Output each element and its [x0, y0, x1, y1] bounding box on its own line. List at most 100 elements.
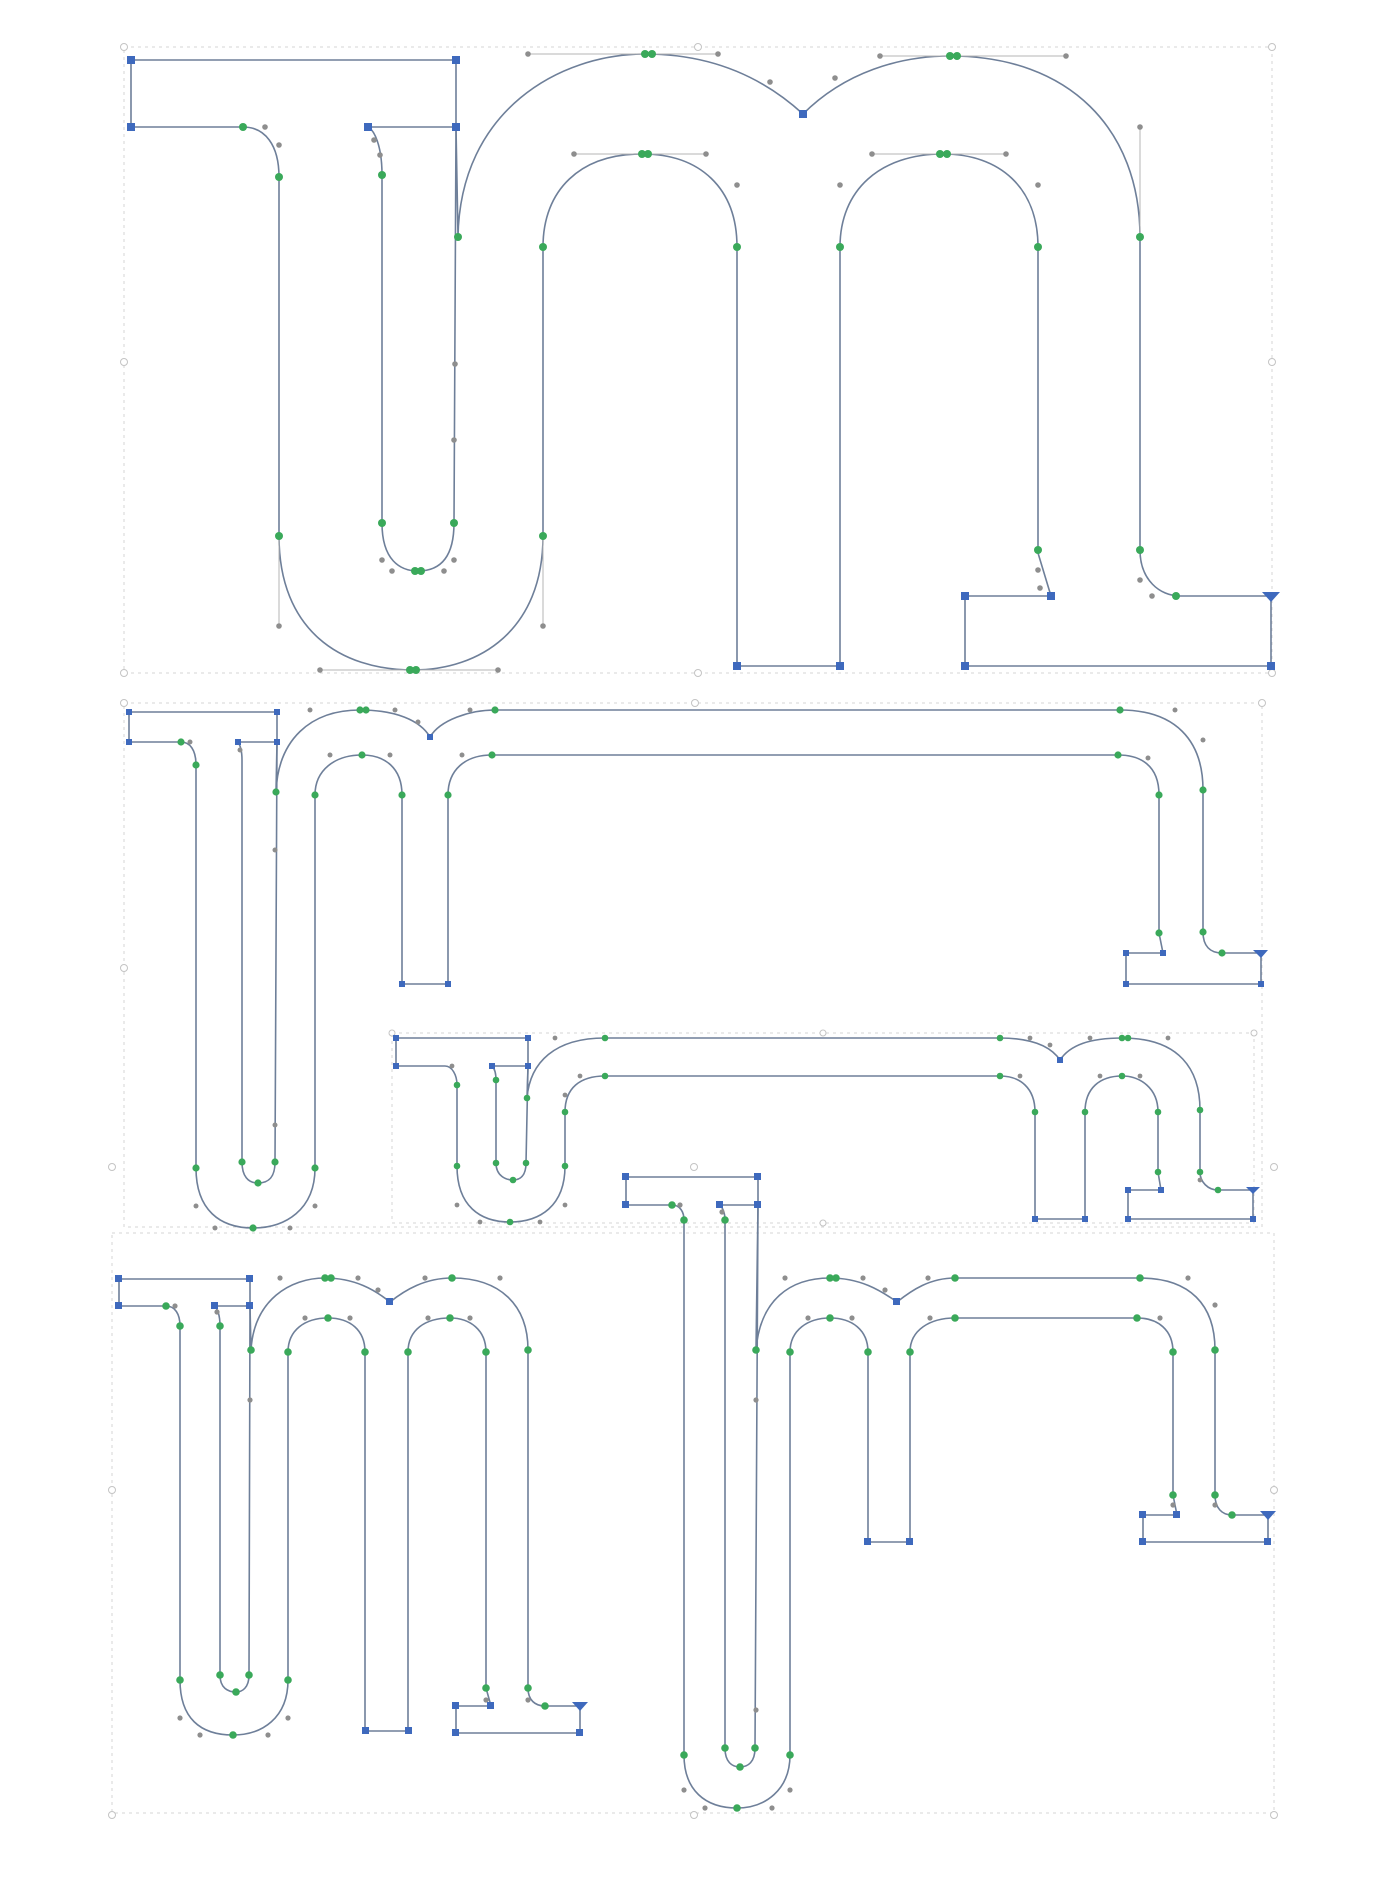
corner-point: [427, 734, 433, 740]
smooth-point: [1118, 1072, 1126, 1080]
bbox-corner-marker: [108, 1811, 116, 1819]
smooth-point: [1034, 546, 1042, 554]
bbox-corner-marker: [1270, 1163, 1278, 1171]
smooth-point: [491, 706, 499, 714]
corner-point: [211, 1302, 218, 1309]
bbox-corner-marker: [1250, 1029, 1258, 1037]
bbox-mid-marker: [819, 1219, 827, 1227]
corner-point: [525, 1035, 531, 1041]
handle-point: [782, 1275, 788, 1281]
smooth-point: [162, 1302, 170, 1310]
corner-point: [115, 1275, 122, 1282]
smooth-point: [601, 1072, 609, 1080]
corner-point: [399, 981, 405, 987]
smooth-point: [601, 1034, 609, 1042]
handle-point: [1097, 1073, 1103, 1079]
glyph-bounding-box: [391, 1032, 1255, 1224]
corner-point: [733, 662, 741, 670]
glyph-outline-path: [128, 709, 1262, 1229]
corner-point: [1123, 950, 1129, 956]
handle-point: [767, 79, 773, 85]
smooth-point: [523, 1094, 531, 1102]
smooth-point: [1214, 1186, 1222, 1194]
smooth-point: [1136, 546, 1144, 554]
handle-point: [1017, 1073, 1023, 1079]
corner-point: [274, 709, 280, 715]
corner-point: [393, 1035, 399, 1041]
handle-point: [422, 1275, 428, 1281]
corner-point: [1158, 1187, 1164, 1193]
smooth-point: [284, 1348, 292, 1356]
smooth-point: [539, 532, 547, 540]
corner-point: [1139, 1511, 1146, 1518]
handle-point: [276, 623, 282, 629]
bbox-mid-marker: [1268, 358, 1276, 366]
handle-point: [1185, 1275, 1191, 1281]
corner-point: [452, 1702, 459, 1709]
smooth-point: [284, 1676, 292, 1684]
handle-point: [525, 1697, 531, 1703]
smooth-point: [378, 171, 386, 179]
corner-point: [445, 981, 451, 987]
handle-point: [1197, 1177, 1203, 1183]
bbox-mid-marker: [108, 1486, 116, 1494]
handle-point: [1087, 1035, 1093, 1041]
bbox-mid-marker: [120, 964, 128, 972]
smooth-point: [1169, 1491, 1177, 1499]
corner-point: [622, 1173, 629, 1180]
smooth-point: [1155, 791, 1163, 799]
handle-point: [287, 1225, 293, 1231]
handle-point: [537, 1219, 543, 1225]
corner-point: [487, 1702, 494, 1709]
handle-point: [805, 1315, 811, 1321]
smooth-point: [996, 1034, 1004, 1042]
handle-point: [247, 1397, 253, 1403]
smooth-point: [406, 666, 414, 674]
handle-point: [715, 51, 721, 57]
smooth-point: [239, 123, 247, 131]
handle-point: [387, 752, 393, 758]
handle-point: [1003, 151, 1009, 157]
handle-point: [497, 1275, 503, 1281]
handle-point: [1137, 577, 1143, 583]
smooth-point: [192, 761, 200, 769]
smooth-point: [482, 1684, 490, 1692]
corner-point: [362, 1727, 369, 1734]
corner-point: [126, 709, 132, 715]
handle-point: [187, 739, 193, 745]
smooth-point: [1218, 949, 1226, 957]
path-start-marker: [1246, 1187, 1260, 1194]
corner-point: [393, 1063, 399, 1069]
smooth-point: [943, 150, 951, 158]
handle-point: [214, 1309, 220, 1315]
corner-point: [893, 1298, 900, 1305]
bbox-corner-marker: [388, 1029, 396, 1037]
smooth-point: [733, 243, 741, 251]
corner-point: [1125, 1187, 1131, 1193]
handle-point: [753, 1397, 759, 1403]
handle-point: [265, 1732, 271, 1738]
handle-point: [1170, 1502, 1176, 1508]
smooth-point: [522, 1159, 530, 1167]
smooth-point: [1116, 706, 1124, 714]
smooth-point: [411, 567, 419, 575]
glyph-tall-narrow-um: [622, 1173, 1276, 1812]
bbox-mid-marker: [120, 358, 128, 366]
corner-point: [1264, 1538, 1271, 1545]
glyph-counter-path: [214, 1305, 251, 1693]
corner-point: [799, 110, 807, 118]
bbox-corner-marker: [1258, 699, 1266, 707]
handle-point: [1172, 707, 1178, 713]
corner-point: [525, 1063, 531, 1069]
smooth-point: [1154, 1168, 1162, 1176]
smooth-point: [1196, 1106, 1204, 1114]
handle-point: [454, 1202, 460, 1208]
smooth-point: [752, 1346, 760, 1354]
smooth-point: [232, 1688, 240, 1696]
handle-point: [832, 75, 838, 81]
smooth-point: [247, 1346, 255, 1354]
handle-point: [177, 1715, 183, 1721]
handle-point: [197, 1732, 203, 1738]
smooth-point: [864, 1348, 872, 1356]
smooth-point: [216, 1671, 224, 1679]
